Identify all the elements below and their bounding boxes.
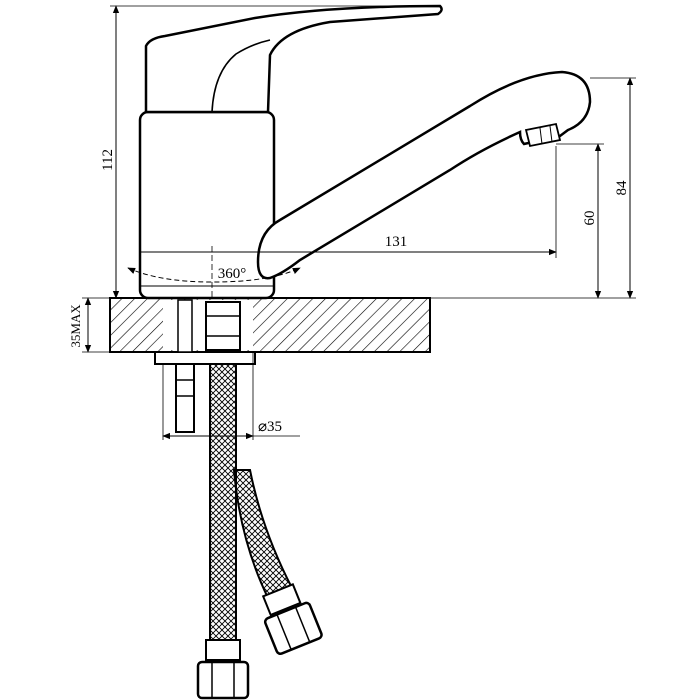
dim-label-outlet-height: 60 bbox=[582, 211, 598, 226]
dim-label-hole-diameter: ⌀35 bbox=[258, 419, 282, 435]
dimension-outlet-height: 60 bbox=[556, 143, 604, 299]
dimension-countertop-thickness: 35MAX bbox=[68, 297, 110, 353]
dim-label-spout-reach: 131 bbox=[385, 234, 408, 250]
dim-label-total-height: 112 bbox=[100, 149, 116, 171]
dimension-spout-top-height: 84 bbox=[274, 77, 636, 299]
dim-label-rotation: 360° bbox=[218, 266, 247, 282]
dim-label-spout-top-height: 84 bbox=[614, 180, 630, 196]
faucet-body bbox=[138, 110, 276, 300]
dimension-total-height: 112 bbox=[100, 5, 440, 299]
dim-label-countertop-thickness: 35MAX bbox=[68, 304, 83, 348]
dimension-spout-reach: 131 bbox=[210, 146, 557, 298]
dimension-rotation: 360° bbox=[127, 266, 301, 283]
faucet-lever-handle bbox=[144, 4, 443, 114]
faucet-spout bbox=[256, 70, 592, 280]
countertop-section bbox=[109, 297, 431, 353]
supply-hoses bbox=[196, 363, 323, 700]
mounting-hardware bbox=[154, 299, 256, 433]
dimension-hole-diameter: ⌀35 bbox=[162, 352, 300, 440]
